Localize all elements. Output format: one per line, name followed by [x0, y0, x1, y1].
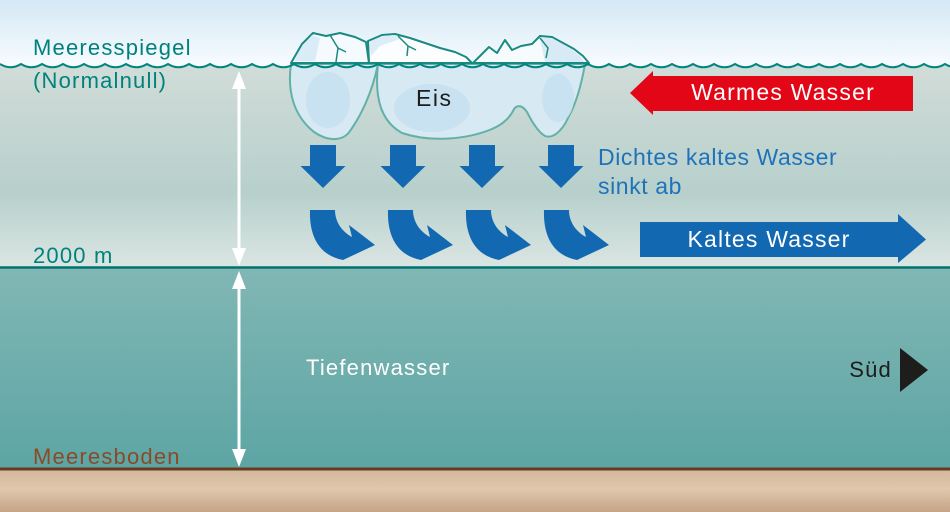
- iceberg-crack-lines: [329, 34, 549, 63]
- sinking-down-arrows: [300, 145, 584, 188]
- cold-water-arrow: [640, 214, 926, 263]
- depth-arrow-lower: [232, 271, 246, 467]
- sea-surface-line: [0, 62, 950, 69]
- iceberg-underwater-shading: [306, 72, 574, 132]
- sky: [0, 0, 950, 68]
- down-arrow-icon: [538, 145, 584, 188]
- down-arrow-icon: [300, 145, 346, 188]
- iceberg-above-water: [290, 32, 590, 64]
- curved-arrow-icon: [387, 210, 453, 260]
- curved-arrow-icon: [309, 210, 375, 260]
- down-arrow-icon: [380, 145, 426, 188]
- south-arrow-icon: [900, 348, 928, 392]
- curved-turn-arrows: [309, 210, 609, 260]
- curved-arrow-icon: [543, 210, 609, 260]
- curved-arrow-icon: [465, 210, 531, 260]
- depth-arrow-upper: [232, 71, 246, 266]
- warm-water-arrow: [630, 71, 913, 115]
- deep-water-layer: [0, 268, 950, 470]
- down-arrow-icon: [459, 145, 505, 188]
- seafloor-sediment: [0, 470, 950, 512]
